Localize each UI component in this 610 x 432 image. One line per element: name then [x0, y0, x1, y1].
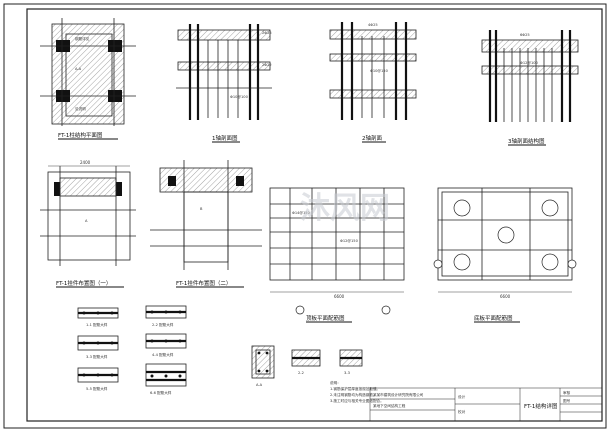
view-column-plan: 钢筋详见 A-A 见说明 FT-1柱结构平面图 — [40, 18, 136, 140]
svg-text:图号: 图号 — [563, 398, 571, 403]
detail-3: 3-3 配筋大样 — [77, 335, 119, 359]
svg-text:2400: 2400 — [80, 160, 91, 165]
svg-text:4Φ25: 4Φ25 — [368, 23, 378, 27]
detail-2: 2-2 配筋大样 — [145, 305, 187, 327]
drawing-frame — [26, 8, 603, 422]
svg-text:B: B — [200, 207, 203, 211]
svg-text:审核: 审核 — [563, 390, 571, 395]
view-title-8: 底板平面配筋图 — [474, 314, 513, 322]
svg-text:Φ12@100: Φ12@100 — [520, 61, 539, 65]
svg-text:1-1 配筋大样: 1-1 配筋大样 — [86, 322, 108, 327]
svg-text:4-4 配筋大样: 4-4 配筋大样 — [152, 352, 174, 357]
detail-1: 1-1 配筋大样 — [77, 307, 119, 327]
svg-text:3-3: 3-3 — [344, 371, 350, 375]
svg-text:2.未注明钢筋均为构造钢筋。: 2.未注明钢筋均为构造钢筋。 — [330, 392, 377, 397]
svg-text:A: A — [85, 219, 88, 223]
svg-text:钢筋详见: 钢筋详见 — [75, 36, 90, 41]
title-block: 某某市建筑设计研究院有限公司 某地下空间结构工程 FT-1结构详图 设计 校对 … — [369, 387, 603, 422]
svg-text:1.钢筋保护层厚度按规范取值。: 1.钢筋保护层厚度按规范取值。 — [330, 386, 380, 391]
view-top-slab-plan: Φ14@150 Φ12@150 6600 顶板平面配筋图 — [269, 187, 405, 323]
view-layout-2: B FT-1挂件布置图（二） — [150, 160, 262, 288]
detail-group: 1-1 配筋大样 2-2 配筋大样 3-3 配筋大样 4-4 配筋大样 — [77, 305, 187, 395]
svg-text:5-5 配筋大样: 5-5 配筋大样 — [86, 386, 108, 391]
title-block-drawing-name: FT-1结构详图 — [524, 402, 558, 410]
svg-text:Φ10@100: Φ10@100 — [230, 95, 249, 99]
view-title-2: 1轴剖面图 — [212, 134, 238, 142]
svg-text:校对: 校对 — [458, 409, 466, 414]
view-title-1: FT-1柱结构平面图 — [58, 131, 103, 139]
svg-text:3-3 配筋大样: 3-3 配筋大样 — [86, 354, 108, 359]
section-a-a: A-A — [251, 345, 275, 387]
watermark: 沐风网 — [300, 191, 390, 226]
svg-text:6600: 6600 — [334, 294, 345, 299]
section-3-3: 3-3 — [339, 349, 363, 375]
view-title-4: 3轴剖面结构图 — [508, 137, 545, 145]
view-bottom-slab-plan: 6600 底板平面配筋图 — [433, 187, 577, 323]
svg-text:见说明: 见说明 — [75, 106, 86, 111]
view-section-1: 2Φ25 2Φ22 Φ10@100 1轴剖面图 — [176, 24, 272, 143]
detail-4: 4-4 配筋大样 — [145, 333, 187, 357]
view-title-7: 顶板平面配筋图 — [306, 314, 345, 322]
svg-text:6600: 6600 — [500, 294, 511, 299]
section-2-2: 2-2 — [291, 349, 321, 375]
svg-text:2Φ22: 2Φ22 — [262, 63, 272, 67]
svg-text:2Φ25: 2Φ25 — [262, 31, 272, 35]
view-section-2: 4Φ25 Φ10@150 2轴剖面 — [329, 22, 417, 143]
title-block-company: 某某市建筑设计研究院有限公司 — [373, 392, 424, 397]
svg-text:6-6 配筋大样: 6-6 配筋大样 — [150, 390, 172, 395]
view-title-3: 2轴剖面 — [362, 134, 382, 142]
section-group: A-A 2-2 3-3 — [251, 345, 363, 387]
svg-text:2-2 配筋大样: 2-2 配筋大样 — [152, 322, 174, 327]
svg-text:Φ14@150: Φ14@150 — [292, 211, 311, 215]
general-notes: 说明： 1.钢筋保护层厚度按规范取值。 2.未注明钢筋均为构造钢筋。 3.施工时… — [330, 380, 384, 403]
svg-text:Φ12@150: Φ12@150 — [340, 239, 359, 243]
svg-text:A-A: A-A — [256, 383, 263, 387]
svg-text:A-A: A-A — [75, 67, 82, 71]
detail-5: 5-5 配筋大样 — [77, 367, 119, 391]
view-layout-1: 2400 A FT-1挂件布置图（一） — [40, 160, 136, 288]
view-section-3: 6Φ25 Φ12@100 3轴剖面结构图 — [481, 30, 579, 146]
svg-text:3.施工时应与相关专业图纸配合。: 3.施工时应与相关专业图纸配合。 — [330, 398, 384, 403]
detail-6: 6-6 配筋大样 — [145, 363, 187, 395]
svg-text:2-2: 2-2 — [298, 371, 304, 375]
title-block-project: 某地下空间结构工程 — [373, 403, 406, 408]
svg-text:Φ10@150: Φ10@150 — [370, 69, 389, 73]
view-title-6: FT-1挂件布置图（二） — [176, 279, 231, 287]
svg-text:说明：: 说明： — [330, 380, 341, 385]
svg-text:6Φ25: 6Φ25 — [520, 33, 530, 37]
view-title-5: FT-1挂件布置图（一） — [56, 279, 111, 287]
svg-text:设计: 设计 — [458, 394, 466, 399]
